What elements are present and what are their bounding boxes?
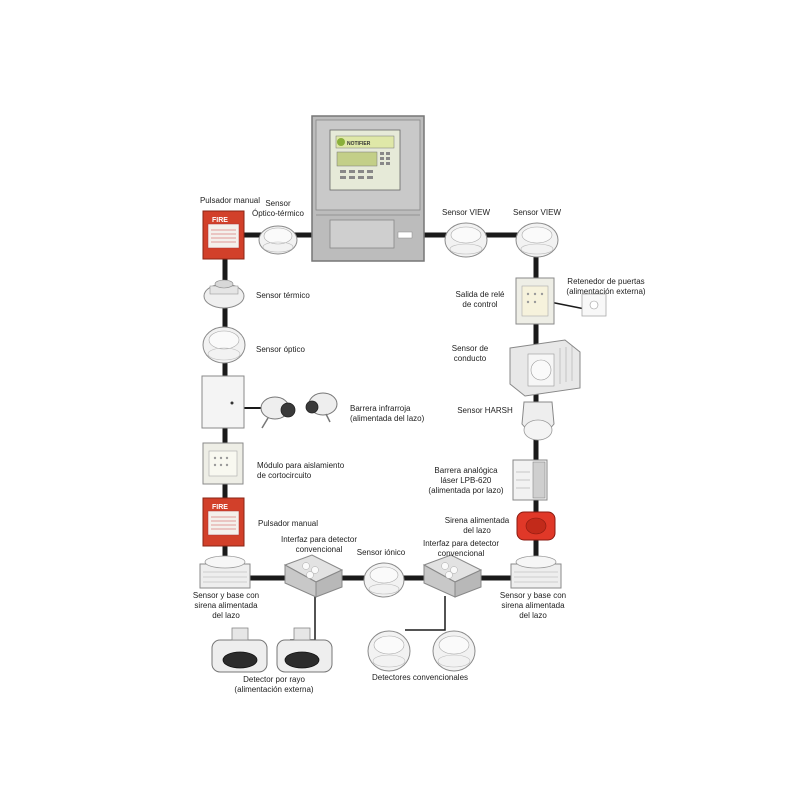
conventional-detector-1 [367, 630, 411, 672]
infrared-barrier-receiver [305, 392, 338, 423]
isolator-module [202, 442, 244, 485]
optical-thermal-sensor-label: Sensor Óptico-térmico [251, 199, 304, 218]
wire-segment [405, 596, 446, 631]
manual-call-point-bottom-label: Pulsador manual [258, 519, 319, 528]
view-sensor-2-label: Sensor VIEW [512, 208, 561, 217]
duct-sensor-label: Sensor de conducto [451, 344, 489, 363]
infrared-barrier-label: Barrera infrarroja (alimentada del lazo) [350, 404, 425, 423]
loop-sounder-label: Sirena alimentada del lazo [444, 516, 510, 535]
optical-thermal-sensor [258, 225, 298, 255]
view-sensor-1 [444, 222, 488, 258]
thermal-sensor [203, 279, 245, 309]
view-sensor-2 [515, 222, 559, 258]
infrared-barrier-control-box [201, 375, 245, 429]
panel-display [336, 151, 378, 167]
laser-barrier-label: Barrera analógica láser LPB-620 (aliment… [428, 466, 504, 495]
thermal-sensor-label: Sensor térmico [256, 291, 310, 300]
conventional-detectors-label: Detectores convencionales [371, 673, 469, 682]
manual-call-point-bottom: FIRE [202, 497, 245, 547]
optical-sensor [202, 326, 246, 364]
beam-detector-right [276, 627, 333, 673]
interface-left-label: Interfaz para detector convencional [280, 535, 358, 554]
harsh-sensor [521, 401, 555, 441]
laser-barrier [512, 459, 548, 501]
harsh-sensor-label: Sensor HARSH [457, 406, 513, 415]
sounder-base-right-label: Sensor y base con sirena alimentada del … [499, 591, 567, 620]
infrared-barrier-emitter [260, 396, 296, 429]
sounder-base-left [199, 555, 251, 589]
control-panel: NOTIFIER [311, 115, 425, 262]
sounder-base-left-label: Sensor y base con sirena alimentada del … [192, 591, 260, 620]
fire-text: FIRE [212, 217, 228, 224]
relay-output-label: Salida de relé de control [455, 290, 505, 309]
interface-module-left [283, 554, 344, 598]
door-holder-label: Retenedor de puertas (alimentación exter… [566, 277, 646, 296]
manual-call-point-top: FIRE [202, 210, 245, 260]
optical-sensor-label: Sensor óptico [256, 345, 305, 354]
interface-right-label: Interfaz para detector convencional [422, 539, 500, 558]
panel-brand: NOTIFIER [347, 141, 371, 147]
ionic-sensor-label: Sensor iónico [356, 548, 406, 557]
isolator-module-label: Módulo para aislamiento de cortocircuito [257, 461, 345, 480]
sounder-base-right [510, 555, 562, 589]
view-sensor-1-label: Sensor VIEW [441, 208, 490, 217]
interface-module-right [422, 554, 483, 598]
manual-call-point-top-label: Pulsador manual [199, 196, 261, 205]
door-holder [581, 293, 607, 317]
beam-detector-left [211, 627, 268, 673]
duct-sensor [509, 339, 581, 397]
beam-detector-label: Detector por rayo (alimentación externa) [234, 675, 314, 694]
loop-sounder [516, 511, 556, 541]
brand-logo-icon [337, 138, 345, 146]
relay-output-module [515, 277, 555, 325]
ionic-sensor [363, 562, 405, 598]
conventional-detector-2 [432, 630, 476, 672]
fire-text: FIRE [212, 504, 228, 511]
